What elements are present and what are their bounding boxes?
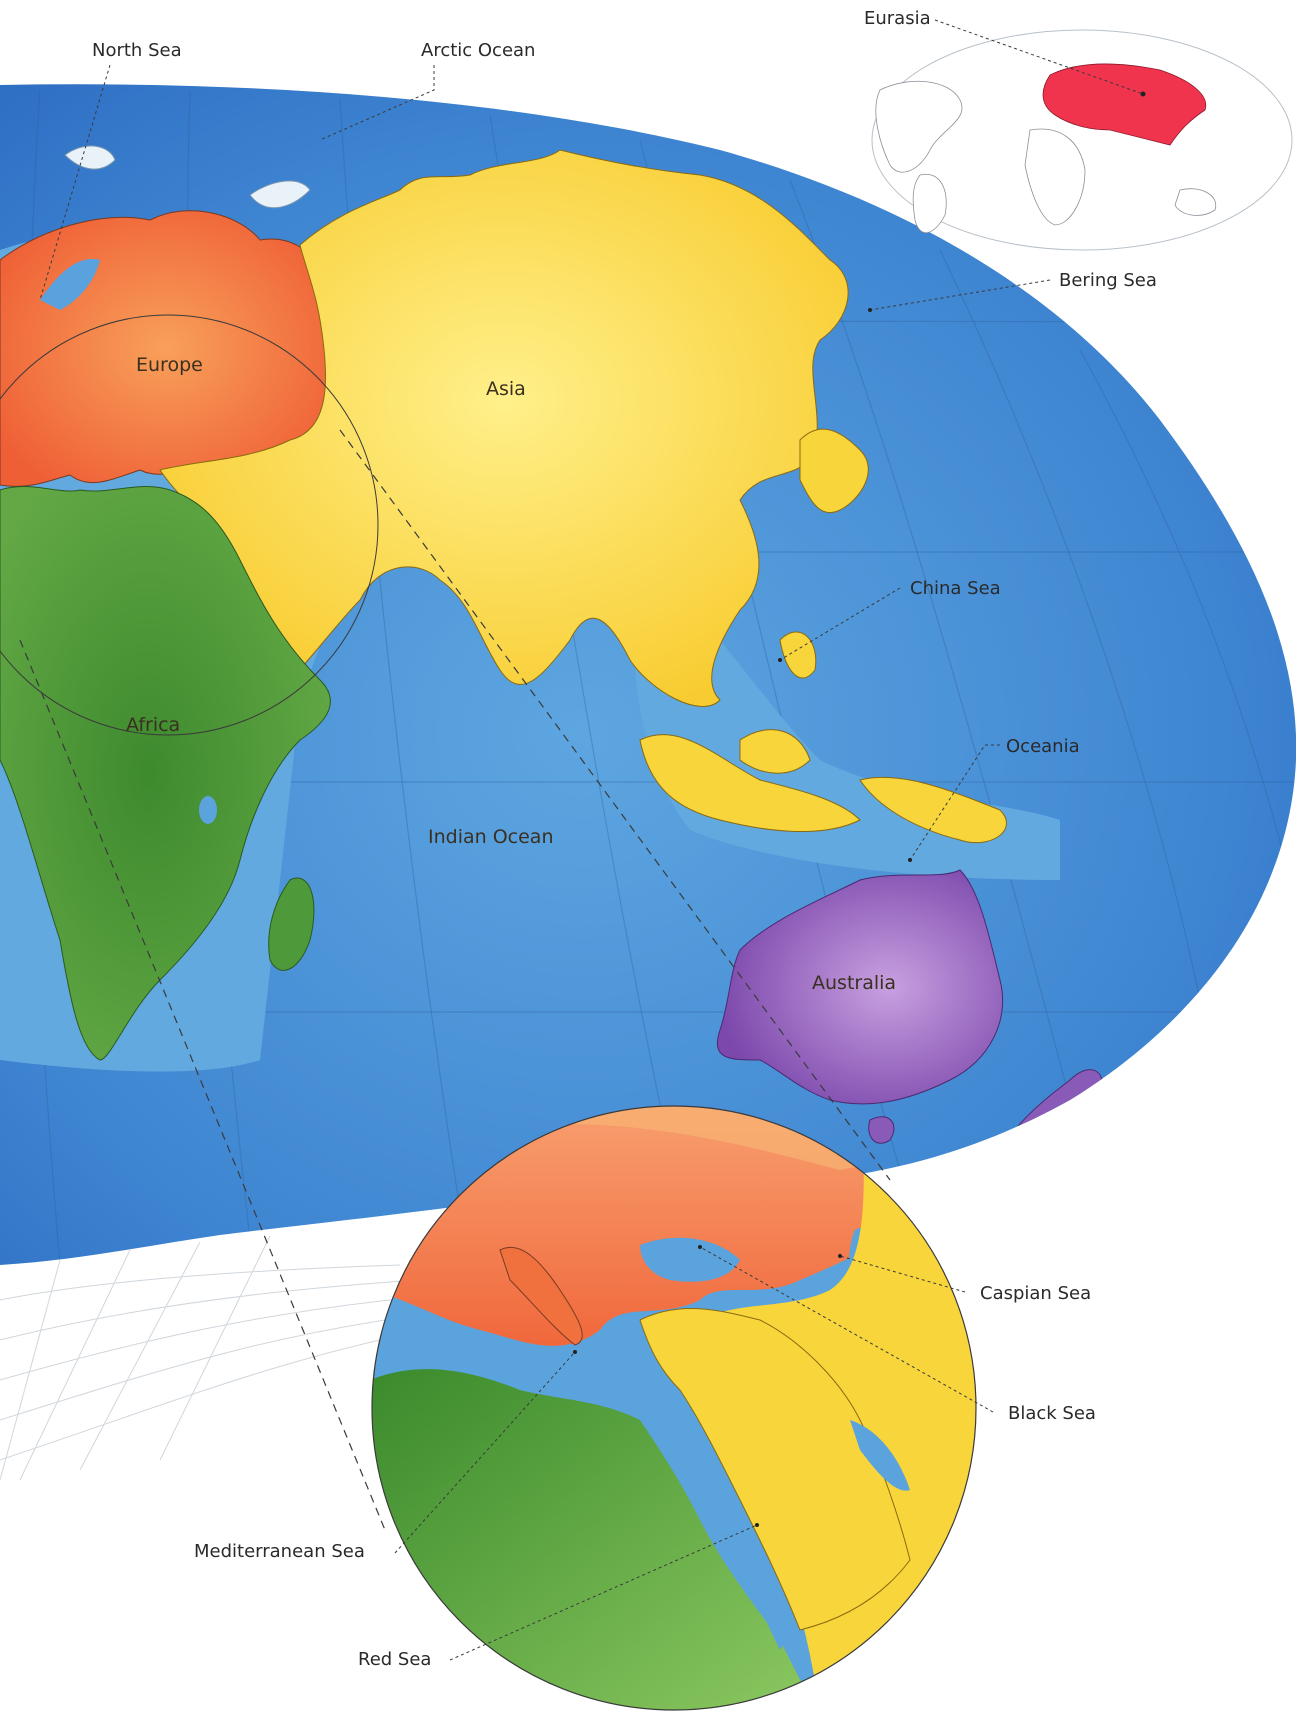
label-indian-ocean: Indian Ocean	[428, 826, 554, 848]
graticule-lower	[0, 1235, 481, 1481]
world-locator-inset	[871, 29, 1293, 251]
label-dots	[573, 308, 912, 1527]
inset-globe-border	[371, 1105, 977, 1711]
label-north-sea: North Sea	[92, 40, 182, 61]
label-bering-sea: Bering Sea	[1059, 270, 1157, 291]
label-leaders	[39, 19, 1144, 1661]
label-europe: Europe	[136, 354, 203, 376]
japan	[799, 428, 869, 514]
label-black-sea: Black Sea	[1008, 1403, 1096, 1424]
label-australia: Australia	[812, 972, 897, 994]
arctic-ice	[64, 145, 311, 209]
inset-connectors	[19, 429, 891, 1531]
label-china-sea: China Sea	[910, 578, 1001, 599]
africa-landmass	[0, 486, 331, 1061]
label-asia: Asia	[486, 378, 526, 400]
label-eurasia: Eurasia	[864, 8, 931, 29]
label-mediterranean-sea: Mediterranean Sea	[194, 1541, 365, 1562]
label-caspian-sea: Caspian Sea	[980, 1283, 1092, 1304]
label-oceania: Oceania	[1006, 736, 1080, 757]
inset-globe	[372, 1106, 976, 1710]
label-red-sea: Red Sea	[358, 1649, 432, 1670]
madagascar	[268, 877, 315, 971]
label-arctic-ocean: Arctic Ocean	[421, 40, 536, 61]
label-africa: Africa	[126, 714, 181, 736]
europe-focus-circle	[0, 314, 379, 736]
australia-landmass	[716, 869, 1004, 1105]
eurasia-highlight	[1042, 63, 1207, 146]
indonesia	[639, 734, 861, 832]
